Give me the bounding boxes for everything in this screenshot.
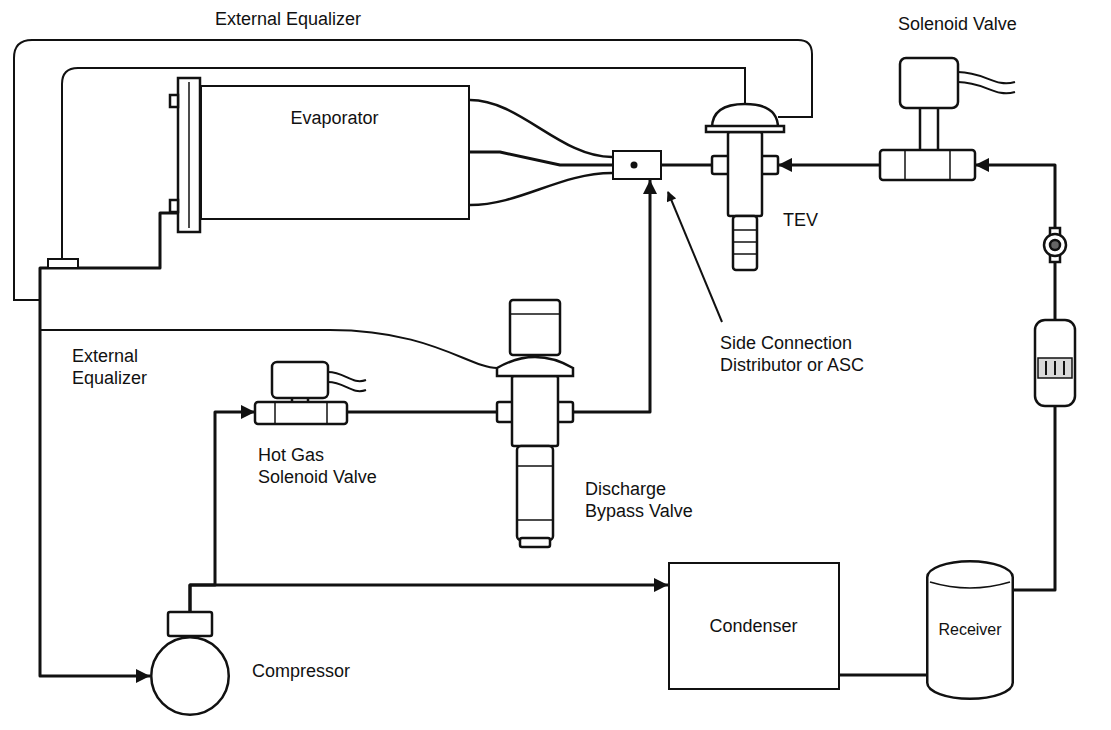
text-group: Hot Gas Solenoid Valve bbox=[258, 444, 390, 488]
compressor-head bbox=[168, 612, 212, 636]
bypass-valve-symbol bbox=[497, 300, 573, 547]
refrigerant-pipe bbox=[40, 213, 200, 676]
distributor-tube bbox=[470, 173, 612, 205]
expansion-valve: TEV bbox=[712, 104, 778, 270]
text-group: Evaporator bbox=[290, 107, 378, 129]
solenoid-valve-symbol bbox=[880, 58, 1015, 180]
evaporator-header bbox=[170, 78, 200, 232]
solenoid-valve: Solenoid Valve bbox=[880, 55, 975, 185]
text-group: Solenoid Valve bbox=[898, 13, 1017, 35]
component-label: Condenser bbox=[709, 615, 797, 637]
text-group: Side Connection Distributor or ASC bbox=[720, 332, 900, 376]
sight-glass bbox=[1044, 228, 1066, 262]
refrigerant-pipe bbox=[190, 412, 255, 636]
refrigerant-pipe bbox=[778, 163, 880, 166]
component-label: Receiver bbox=[938, 619, 1001, 641]
sensing-bulb bbox=[48, 259, 78, 268]
distributor-tubes bbox=[470, 100, 612, 205]
component-label: Solenoid Valve bbox=[898, 13, 1017, 35]
distributor-box: Side Connection Distributor or ASC bbox=[612, 150, 662, 180]
equalizer-label: External Equalizer bbox=[215, 8, 361, 30]
receiver-tank: Receiver bbox=[926, 560, 1014, 700]
hot-gas-solenoid-symbol bbox=[255, 362, 366, 424]
component-label: TEV bbox=[783, 209, 818, 231]
leader-arrow bbox=[668, 192, 722, 322]
text-group: Receiver bbox=[938, 619, 1001, 641]
bulb-capillary bbox=[62, 68, 745, 260]
equalizer-lines bbox=[14, 40, 812, 368]
text-group: Discharge Bypass Valve bbox=[585, 478, 720, 522]
evaporator-box: Evaporator bbox=[200, 85, 470, 220]
component-label: Evaporator bbox=[290, 107, 378, 129]
tev-symbol bbox=[706, 104, 784, 270]
refrigerant-pipe bbox=[190, 585, 668, 636]
tank-seam bbox=[930, 582, 1010, 588]
condenser-box: Condenser bbox=[668, 562, 840, 690]
compressor-outline bbox=[150, 636, 230, 716]
tev-equalizer-line bbox=[14, 40, 812, 300]
side-connection-port bbox=[631, 162, 638, 169]
bypass-valve: Discharge Bypass Valve bbox=[497, 300, 573, 548]
component-label: Compressor bbox=[252, 660, 350, 682]
refrigerant-pipe bbox=[840, 673, 926, 676]
filter-drier bbox=[1035, 320, 1075, 406]
equalizer-label: External Equalizer bbox=[72, 345, 177, 389]
component-label: Discharge Bypass Valve bbox=[585, 478, 720, 522]
compressor-body bbox=[151, 637, 229, 715]
text-group: Compressor bbox=[252, 660, 350, 682]
hot-gas-solenoid: Hot Gas Solenoid Valve bbox=[255, 362, 347, 424]
compressor: Compressor bbox=[150, 636, 230, 716]
distributor-tube bbox=[470, 100, 612, 157]
component-label: Hot Gas Solenoid Valve bbox=[258, 444, 390, 488]
component-label: Side Connection Distributor or ASC bbox=[720, 332, 900, 376]
refrigerant-pipe bbox=[347, 410, 497, 413]
refrigerant-pipe bbox=[573, 180, 650, 412]
text-group: Condenser bbox=[709, 615, 797, 637]
tank-shell bbox=[927, 561, 1013, 699]
refrigerant-pipe bbox=[662, 163, 712, 166]
text-group: TEV bbox=[783, 209, 818, 231]
